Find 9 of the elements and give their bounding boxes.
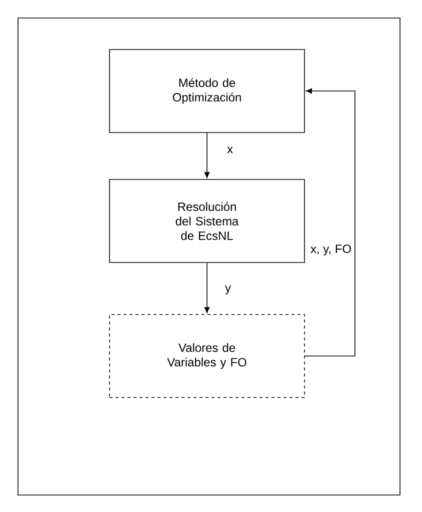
edge-label: x, y, FO <box>308 242 354 258</box>
edge-label: x <box>227 146 233 154</box>
process-box: Método de Optimización <box>109 49 305 133</box>
arrow <box>204 132 210 178</box>
edge-label: y <box>225 286 231 294</box>
arrow <box>304 88 356 356</box>
process-box: Resolución del Sistema de EcsNL <box>109 179 305 263</box>
process-box: Valores de Variables y FO <box>109 314 305 398</box>
arrow <box>204 262 210 314</box>
